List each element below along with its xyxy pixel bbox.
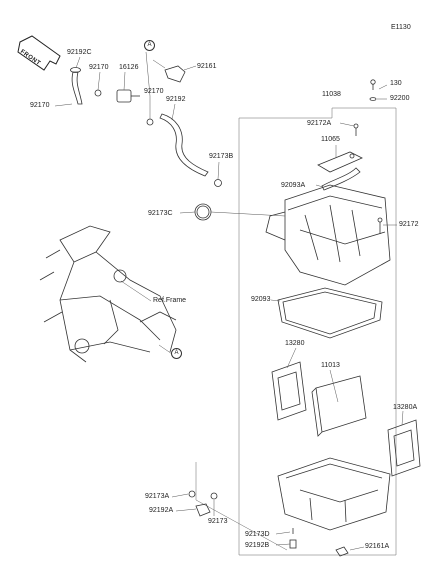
breather-hose-assembly [70, 65, 222, 187]
part-label-13280A: 13280A [393, 404, 418, 411]
part-label-92192: 92192 [166, 96, 186, 103]
hose-clamp [194, 203, 212, 221]
part-label-92170-upper: 92170 [89, 64, 109, 71]
part-label-92161A: 92161A [365, 543, 390, 550]
callout-a-frame: A [171, 348, 182, 359]
part-label-92192C: 92192C [67, 49, 92, 56]
air-cleaner-lower-housing [277, 457, 391, 531]
assembly-bracket [195, 107, 397, 556]
filter-frames [271, 361, 421, 477]
part-label-92173C: 92173C [148, 210, 173, 217]
part-label-92173D: 92173D [245, 531, 270, 538]
part-label-92172A: 92172A [307, 120, 332, 127]
part-label-92173: 92173 [208, 518, 228, 525]
part-label-92172: 92172 [399, 221, 419, 228]
part-label-92093A: 92093A [281, 182, 306, 189]
part-label-92170-middle: 92170 [144, 88, 164, 95]
housing-gasket [277, 287, 383, 339]
top-cover-plate [317, 151, 363, 191]
part-label-92200: 92200 [390, 95, 410, 102]
screws [353, 79, 383, 234]
part-label-92173B: 92173B [209, 153, 234, 160]
part-label-11013: 11013 [321, 362, 340, 369]
part-label-11065: 11065 [321, 136, 340, 143]
part-label-92170-left: 92170 [30, 102, 50, 109]
diagram-code: E1130 [391, 24, 411, 31]
part-label-92093: 92093 [251, 296, 271, 303]
part-label-130: 130 [390, 80, 402, 87]
frame-reference-label: Ref.Frame [153, 297, 187, 304]
leader-lines [54, 51, 404, 551]
part-label-16126: 16126 [119, 64, 139, 71]
part-label-13280: 13280 [285, 340, 305, 347]
part-label-92173A: 92173A [145, 493, 170, 500]
part-label-92192B: 92192B [245, 542, 270, 549]
filter-element [311, 375, 367, 437]
part-label-92161: 92161 [197, 63, 217, 70]
air-cleaner-upper-housing [265, 184, 391, 286]
motorcycle-frame [39, 225, 177, 363]
drain-parts [188, 490, 349, 557]
part-label-92192A: 92192A [149, 507, 174, 514]
callout-a-hose: A [144, 40, 155, 51]
front-arrow-badge [17, 35, 61, 71]
part-label-11038: 11038 [322, 91, 341, 98]
